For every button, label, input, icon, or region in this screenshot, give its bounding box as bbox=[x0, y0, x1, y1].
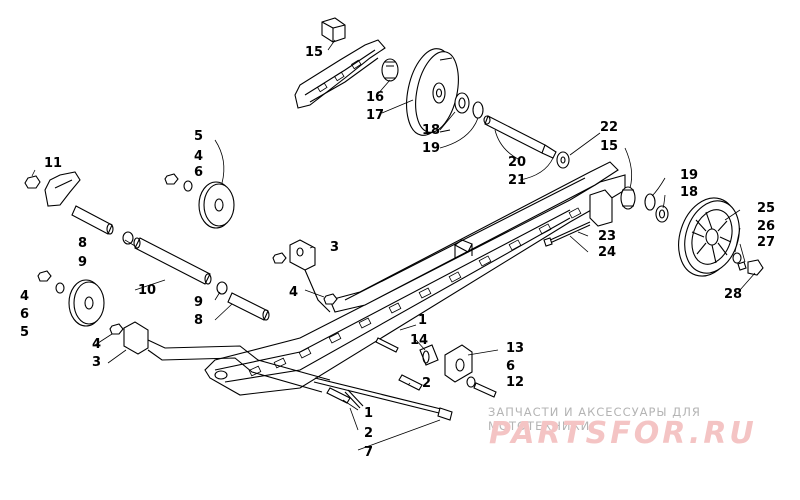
callout-26: 26 bbox=[757, 219, 775, 234]
adjuster-bolt-16 bbox=[381, 58, 399, 82]
callout-19: 19 bbox=[680, 168, 698, 183]
idler-wheel-top bbox=[406, 48, 459, 136]
bearing-18-top bbox=[454, 92, 470, 114]
adjuster-block-15-right bbox=[589, 186, 636, 227]
callout-17: 17 bbox=[366, 108, 384, 123]
bolt-2-left bbox=[344, 389, 364, 409]
callout-22: 22 bbox=[600, 120, 618, 135]
callout-6: 6 bbox=[506, 359, 515, 374]
washer-6-lower bbox=[55, 282, 65, 294]
callout-18: 18 bbox=[680, 185, 698, 200]
bolt-2-mid bbox=[398, 374, 423, 391]
callout-16: 16 bbox=[366, 90, 384, 105]
callout-24: 24 bbox=[598, 245, 616, 260]
callout-5: 5 bbox=[20, 325, 29, 340]
bolt-12 bbox=[473, 382, 497, 398]
idler-wheel-25 bbox=[678, 197, 740, 277]
callout-6: 6 bbox=[194, 165, 203, 180]
adjuster-block-13 bbox=[444, 344, 473, 383]
callout-6: 6 bbox=[20, 307, 29, 322]
callout-15: 15 bbox=[305, 45, 323, 60]
nut-4-upper bbox=[164, 173, 179, 185]
spacer-8-upper bbox=[71, 205, 114, 235]
callout-8: 8 bbox=[194, 313, 203, 328]
idler-wheel-5-lower bbox=[68, 279, 105, 327]
callout-5: 5 bbox=[194, 129, 203, 144]
upper-rail-section bbox=[294, 39, 386, 109]
callout-labels: 1516171819202122151918252627282324115468… bbox=[20, 45, 775, 460]
callout-4: 4 bbox=[194, 149, 203, 164]
callout-9: 9 bbox=[194, 295, 203, 310]
ring-19-top bbox=[472, 101, 484, 119]
nut-4-rail bbox=[323, 293, 338, 305]
watermark-logo: PARTSFOR.RU bbox=[489, 416, 757, 451]
spacer-8-lower bbox=[227, 292, 270, 321]
callout-4: 4 bbox=[20, 289, 29, 304]
callout-4: 4 bbox=[289, 285, 298, 300]
callout-25: 25 bbox=[757, 201, 775, 216]
washer-6-upper bbox=[183, 180, 193, 192]
bracket-3-upper bbox=[289, 239, 331, 313]
callout-9: 9 bbox=[78, 255, 87, 270]
nut-4-lower bbox=[37, 270, 52, 282]
callout-1: 1 bbox=[418, 313, 427, 328]
callout-8: 8 bbox=[78, 236, 87, 251]
left-rail-section bbox=[44, 171, 81, 207]
bracket-3-lower bbox=[123, 321, 331, 393]
bolt-28 bbox=[737, 261, 747, 271]
callout-15: 15 bbox=[600, 139, 618, 154]
nut-4-mid bbox=[272, 252, 287, 264]
nut-11 bbox=[24, 175, 41, 189]
cap-27 bbox=[747, 259, 764, 276]
callout-4: 4 bbox=[92, 337, 101, 352]
washer-6-right bbox=[466, 376, 476, 388]
callout-19: 19 bbox=[422, 141, 440, 156]
leader-lines bbox=[31, 39, 756, 451]
callout-14: 14 bbox=[410, 333, 428, 348]
callout-27: 27 bbox=[757, 235, 775, 250]
main-rail-left bbox=[204, 174, 626, 396]
callout-11: 11 bbox=[44, 156, 62, 171]
callout-20: 20 bbox=[508, 155, 526, 170]
adjuster-block-15-top bbox=[321, 17, 346, 43]
ring-9-upper bbox=[122, 231, 134, 245]
callout-28: 28 bbox=[724, 287, 742, 302]
callout-10: 10 bbox=[138, 283, 156, 298]
callout-23: 23 bbox=[598, 229, 616, 244]
bolt-24 bbox=[543, 221, 591, 247]
ring-9-lower bbox=[216, 281, 228, 295]
ring-19-right bbox=[644, 193, 656, 211]
callout-12: 12 bbox=[506, 375, 524, 390]
axle-20 bbox=[483, 115, 557, 159]
washer-22 bbox=[556, 151, 570, 169]
callout-7: 7 bbox=[364, 445, 373, 460]
callout-18: 18 bbox=[422, 123, 440, 138]
bolt-7-long bbox=[313, 377, 453, 421]
watermark-subtitle: ЗАПЧАСТИ И АКСЕССУАРЫ ДЛЯ МОТОТЕХНИКИ bbox=[488, 405, 701, 433]
callout-3: 3 bbox=[330, 240, 339, 255]
shaft-10 bbox=[133, 237, 212, 285]
callout-13: 13 bbox=[506, 341, 524, 356]
bearing-18-right bbox=[655, 205, 669, 223]
washer-26 bbox=[732, 252, 742, 264]
callout-2: 2 bbox=[364, 426, 373, 441]
callout-21: 21 bbox=[508, 173, 526, 188]
callout-3: 3 bbox=[92, 355, 101, 370]
idler-wheel-5-upper bbox=[198, 181, 235, 229]
main-rail-right bbox=[329, 161, 619, 313]
callout-1: 1 bbox=[364, 406, 373, 421]
callout-2: 2 bbox=[422, 376, 431, 391]
bolt-1-right bbox=[375, 337, 399, 353]
nut-4-bracket bbox=[109, 323, 124, 335]
